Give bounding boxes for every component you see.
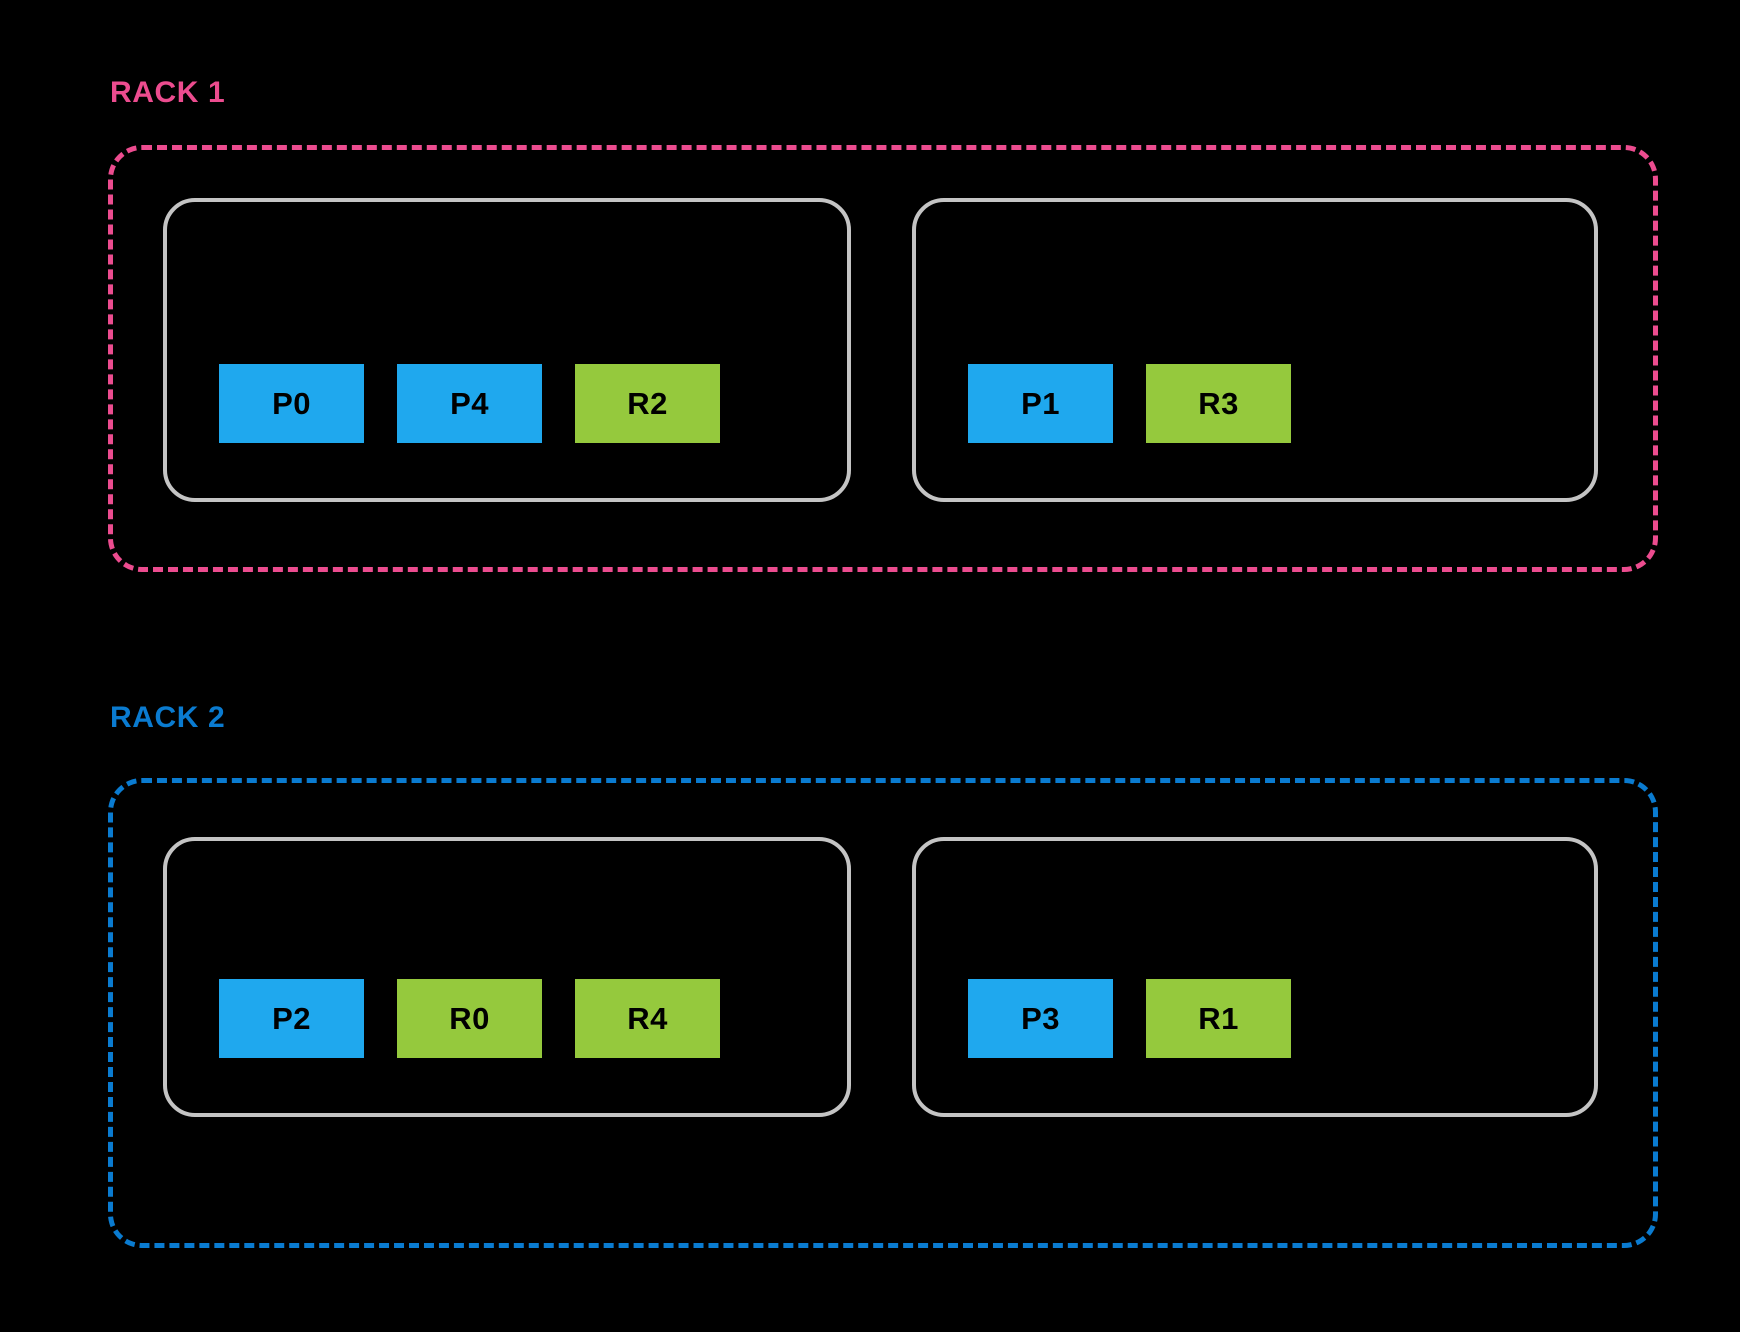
rack-label-2: RACK 2 xyxy=(110,701,226,734)
replica-chip-r4: R4 xyxy=(575,979,720,1058)
rack-boundary-2 xyxy=(108,778,1658,1248)
node-chip-row: P1 R3 xyxy=(916,364,1291,498)
node-chip-row: P2 R0 R4 xyxy=(167,979,720,1113)
partition-chip-p2: P2 xyxy=(219,979,364,1058)
partition-chip-p4: P4 xyxy=(397,364,542,443)
replica-chip-r0: R0 xyxy=(397,979,542,1058)
partition-chip-p3: P3 xyxy=(968,979,1113,1058)
node-chip-row: P0 P4 R2 xyxy=(167,364,720,498)
rack-label-1: RACK 1 xyxy=(110,76,226,109)
partition-chip-p0: P0 xyxy=(219,364,364,443)
replica-chip-r2: R2 xyxy=(575,364,720,443)
node-container-rack1-node1: P0 P4 R2 xyxy=(163,198,851,502)
rack-boundary-1 xyxy=(108,145,1658,572)
replica-chip-r1: R1 xyxy=(1146,979,1291,1058)
node-container-rack2-node1: P2 R0 R4 xyxy=(163,837,851,1117)
node-chip-row: P3 R1 xyxy=(916,979,1291,1113)
replica-chip-r3: R3 xyxy=(1146,364,1291,443)
partition-chip-p1: P1 xyxy=(968,364,1113,443)
node-container-rack1-node2: P1 R3 xyxy=(912,198,1598,502)
node-container-rack2-node2: P3 R1 xyxy=(912,837,1598,1117)
